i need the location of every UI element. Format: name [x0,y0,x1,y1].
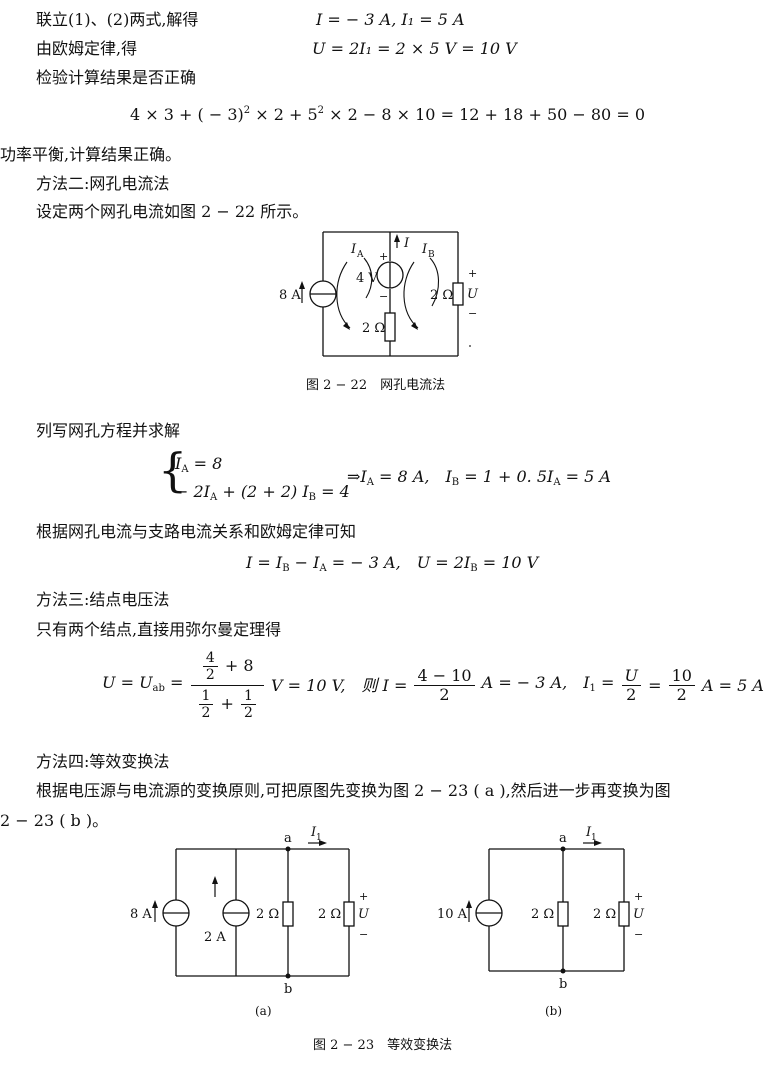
text-line-1-left: 联立(1)、(2)两式,解得 [36,10,199,29]
label-2ohm-b-1: 2 Ω [531,907,554,922]
label-i: I [403,236,410,251]
text-line-2-left: 由欧姆定律,得 [36,39,138,58]
mesh-equation-2: − 2IA + (2 + 2) IB = 4 [175,482,350,503]
resistor-a-1 [282,901,294,927]
svg-text:−: − [468,307,477,320]
figure-2-22-caption: 图 2 − 22 网孔电流法 [306,378,446,393]
label-2ohm-b-2: 2 Ω [593,907,616,922]
mesh-current-b-loop [403,261,419,329]
mesh-current-a-loop [336,261,351,329]
method-4-heading: 方法四:等效变换法 [36,752,170,771]
svg-text:+: + [634,890,643,903]
label-4v: 4 V [356,271,378,286]
text-line-2-right: U = 2I₁ = 2 × 5 V = 10 V [312,39,517,58]
svg-text:A: A [356,250,364,260]
svg-text:B: B [428,250,435,260]
mesh-solution: ⇒IA = 8 A, IB = 1 + 0. 5IA = 5 A [347,467,611,488]
figure-label-a: (a) [255,1004,272,1018]
text-line-5: 功率平衡,计算结果正确。 [0,145,182,164]
method-3-heading: 方法三:结点电压法 [36,590,170,609]
mesh-equation-1: IA = 8 [175,454,223,475]
current-source-8a [309,280,337,308]
resistor-b-2 [618,901,630,927]
current-source-10a-b [475,899,503,927]
label-2a-a: 2 A [204,930,226,945]
text-line-16: 2 − 23 ( b )。 [0,811,109,830]
resistor-right [452,282,464,306]
figure-2-23-caption: 图 2 − 23 等效变换法 [313,1038,453,1053]
voltage-source-4v [376,261,404,289]
text-line-12: 只有两个结点,直接用弥尔曼定理得 [36,620,282,639]
label-i1-a: I [310,825,317,840]
node-a-b: a [559,831,567,846]
label-u: U [467,287,479,302]
svg-text:−: − [379,290,388,303]
text-line-1-right: I = − 3 A, I₁ = 5 A [316,10,465,29]
label-8a: 8 A [279,288,301,303]
svg-text:+: + [379,250,388,263]
label-u-b: U [633,907,645,922]
equation-brace: { [158,443,188,497]
label-10a-b: 10 A [437,907,468,922]
text-line-15: 根据电压源与电流源的变换原则,可把原图先变换为图 2 − 23 ( a ),然后… [36,781,671,800]
label-2ohm-a-2: 2 Ω [318,907,341,922]
label-u-a: U [358,907,370,922]
text-line-8: 列写网孔方程并求解 [36,421,181,440]
label-8a-a: 8 A [130,907,152,922]
svg-text:−: − [634,928,643,941]
text-line-9: 根据网孔电流与支路电流关系和欧姆定律可知 [36,522,357,541]
text-line-3: 检验计算结果是否正确 [36,68,197,87]
svg-text:1: 1 [591,833,597,843]
text-line-7: 设定两个网孔电流如图 2 − 22 所示。 [36,202,309,221]
branch-current-equation: I = IB − IA = − 3 A, U = 2IB = 10 V [246,553,539,574]
node-a-a: a [284,831,292,846]
power-balance-equation: 4 × 3 + ( − 3)2 × 2 + 52 × 2 − 8 × 10 = … [130,105,645,124]
svg-text:+: + [468,267,477,280]
current-source-8a-a [162,899,190,927]
label-ia: I [350,242,357,257]
svg-text:1: 1 [316,833,322,843]
label-ib: I [421,242,428,257]
resistor-b-1 [557,901,569,927]
current-source-2a-a [222,899,250,927]
node-b-b: b [559,977,567,992]
figure-label-b: (b) [545,1004,562,1018]
label-2ohm-a-1: 2 Ω [256,907,279,922]
label-2ohm-right: 2 Ω [430,288,453,303]
svg-text:−: − [359,928,368,941]
resistor-middle [384,312,396,342]
resistor-a-2 [343,901,355,927]
node-b-a: b [284,982,292,997]
svg-text:+: + [359,890,368,903]
label-i1-b: I [585,825,592,840]
label-2ohm-middle: 2 Ω [362,321,385,336]
method-2-heading: 方法二:网孔电流法 [36,174,170,193]
